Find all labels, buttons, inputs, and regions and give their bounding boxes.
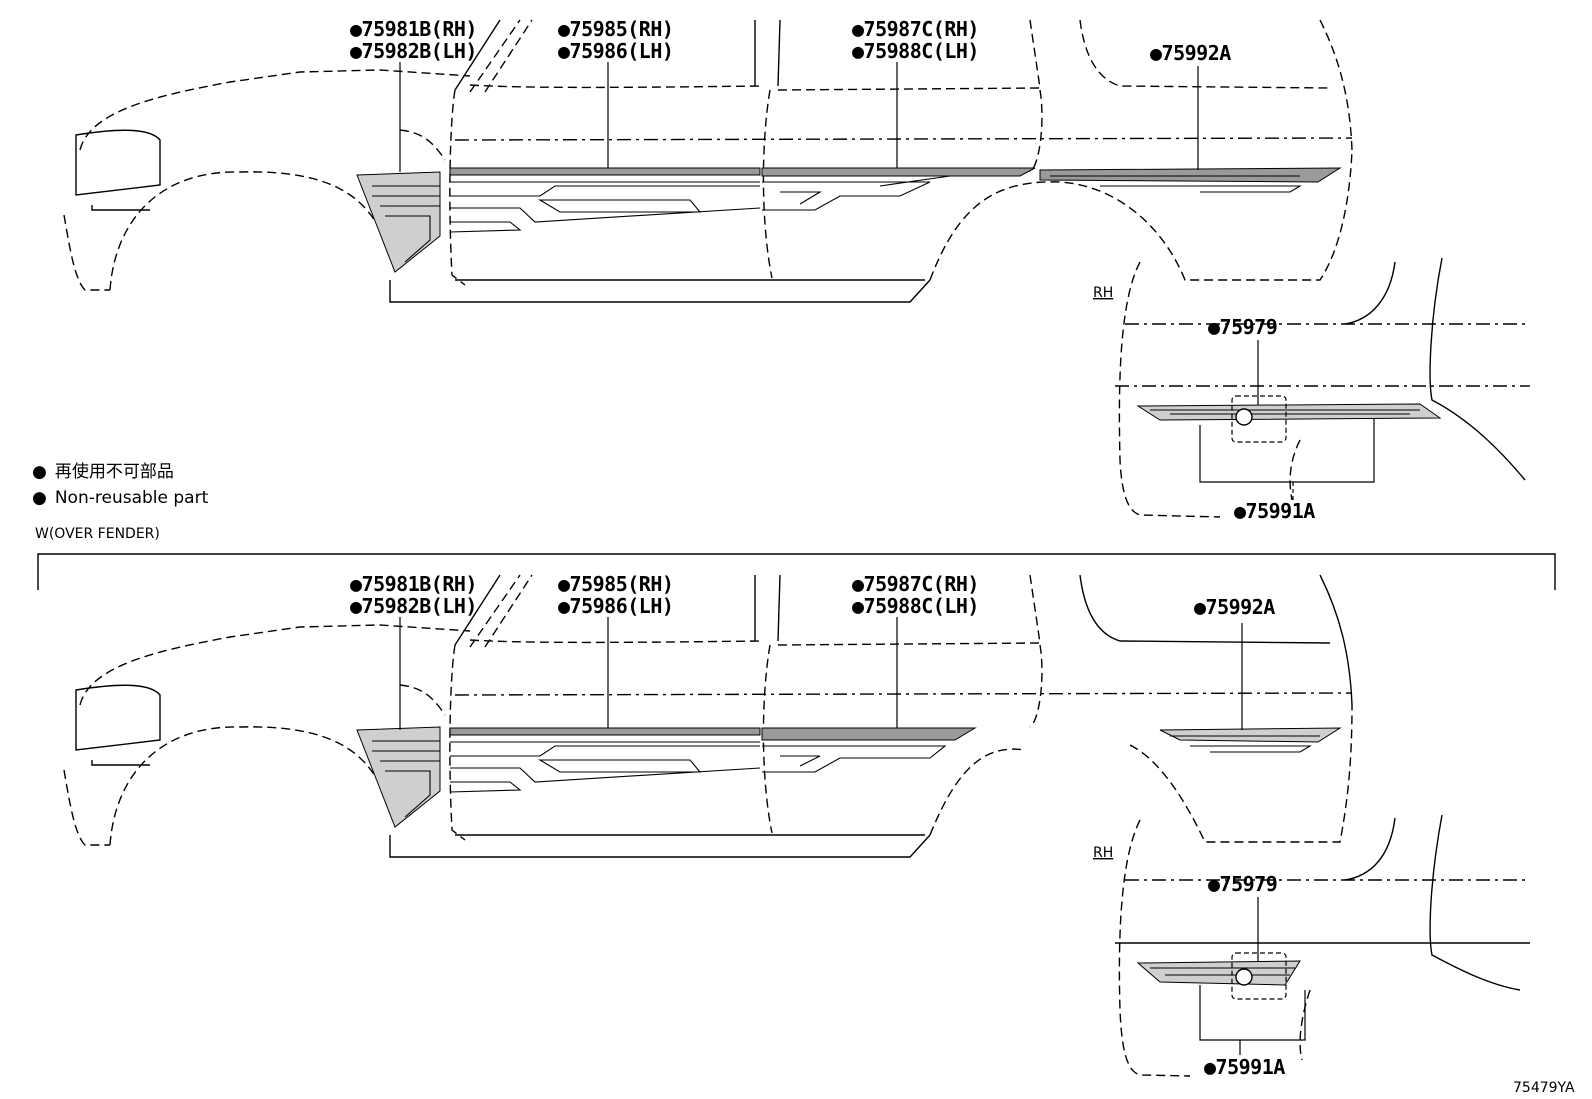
label-75986-lh: ●75986(LH) [558, 39, 673, 63]
lower-label-75991a: ●75991A [1204, 1055, 1285, 1079]
lower-label-75988c-lh: ●75988C(LH) [852, 594, 979, 618]
upper-leaders [399, 62, 1199, 172]
section-label: W(OVER FENDER) [35, 526, 160, 542]
label-75992a: ●75992A [1150, 41, 1231, 65]
lower-label-75992a: ●75992A [1194, 595, 1275, 619]
upper-vehicle-drawing [63, 19, 1353, 303]
label-75985-rh: ●75985(RH) [558, 17, 673, 41]
upper-rh-detail [1115, 257, 1530, 518]
upper-label-75991a: ●75991A [1234, 499, 1315, 523]
section-bracket [37, 553, 1556, 590]
note-japanese: ● 再使用不可部品 [32, 461, 174, 482]
note-japanese-text: 再使用不可部品 [55, 461, 174, 482]
label-75982b-lh: ●75982B(LH) [350, 39, 477, 63]
lower-label-75987c-rh: ●75987C(RH) [852, 572, 979, 596]
lower-rh-detail [1115, 814, 1530, 1077]
lower-stripe-decals [356, 726, 1342, 828]
note-english-text: Non-reusable part [55, 488, 209, 508]
label-75987c-rh: ●75987C(RH) [852, 17, 979, 41]
lower-label-75981b-rh: ●75981B(RH) [350, 572, 477, 596]
note-bullet-1: ● [32, 462, 47, 482]
upper-label-75979: ●75979 [1208, 315, 1277, 339]
note-bullet-2: ● [32, 488, 47, 508]
label-75981b-rh: ●75981B(RH) [350, 17, 477, 41]
upper-stripe-decals [356, 167, 1342, 273]
lower-label-75986-lh: ●75986(LH) [558, 594, 673, 618]
label-75988c-lh: ●75988C(LH) [852, 39, 979, 63]
lower-leaders [399, 617, 1243, 730]
note-english: ● Non-reusable part [32, 488, 209, 508]
lower-rh-label: RH [1093, 845, 1113, 861]
lower-label-75979: ●75979 [1208, 872, 1277, 896]
upper-rh-label: RH [1093, 285, 1113, 301]
lower-label-75982b-lh: ●75982B(LH) [350, 594, 477, 618]
lower-label-75985-rh: ●75985(RH) [558, 572, 673, 596]
figure-id: 75479YA [1513, 1080, 1575, 1096]
lower-vehicle-drawing [63, 574, 1353, 858]
